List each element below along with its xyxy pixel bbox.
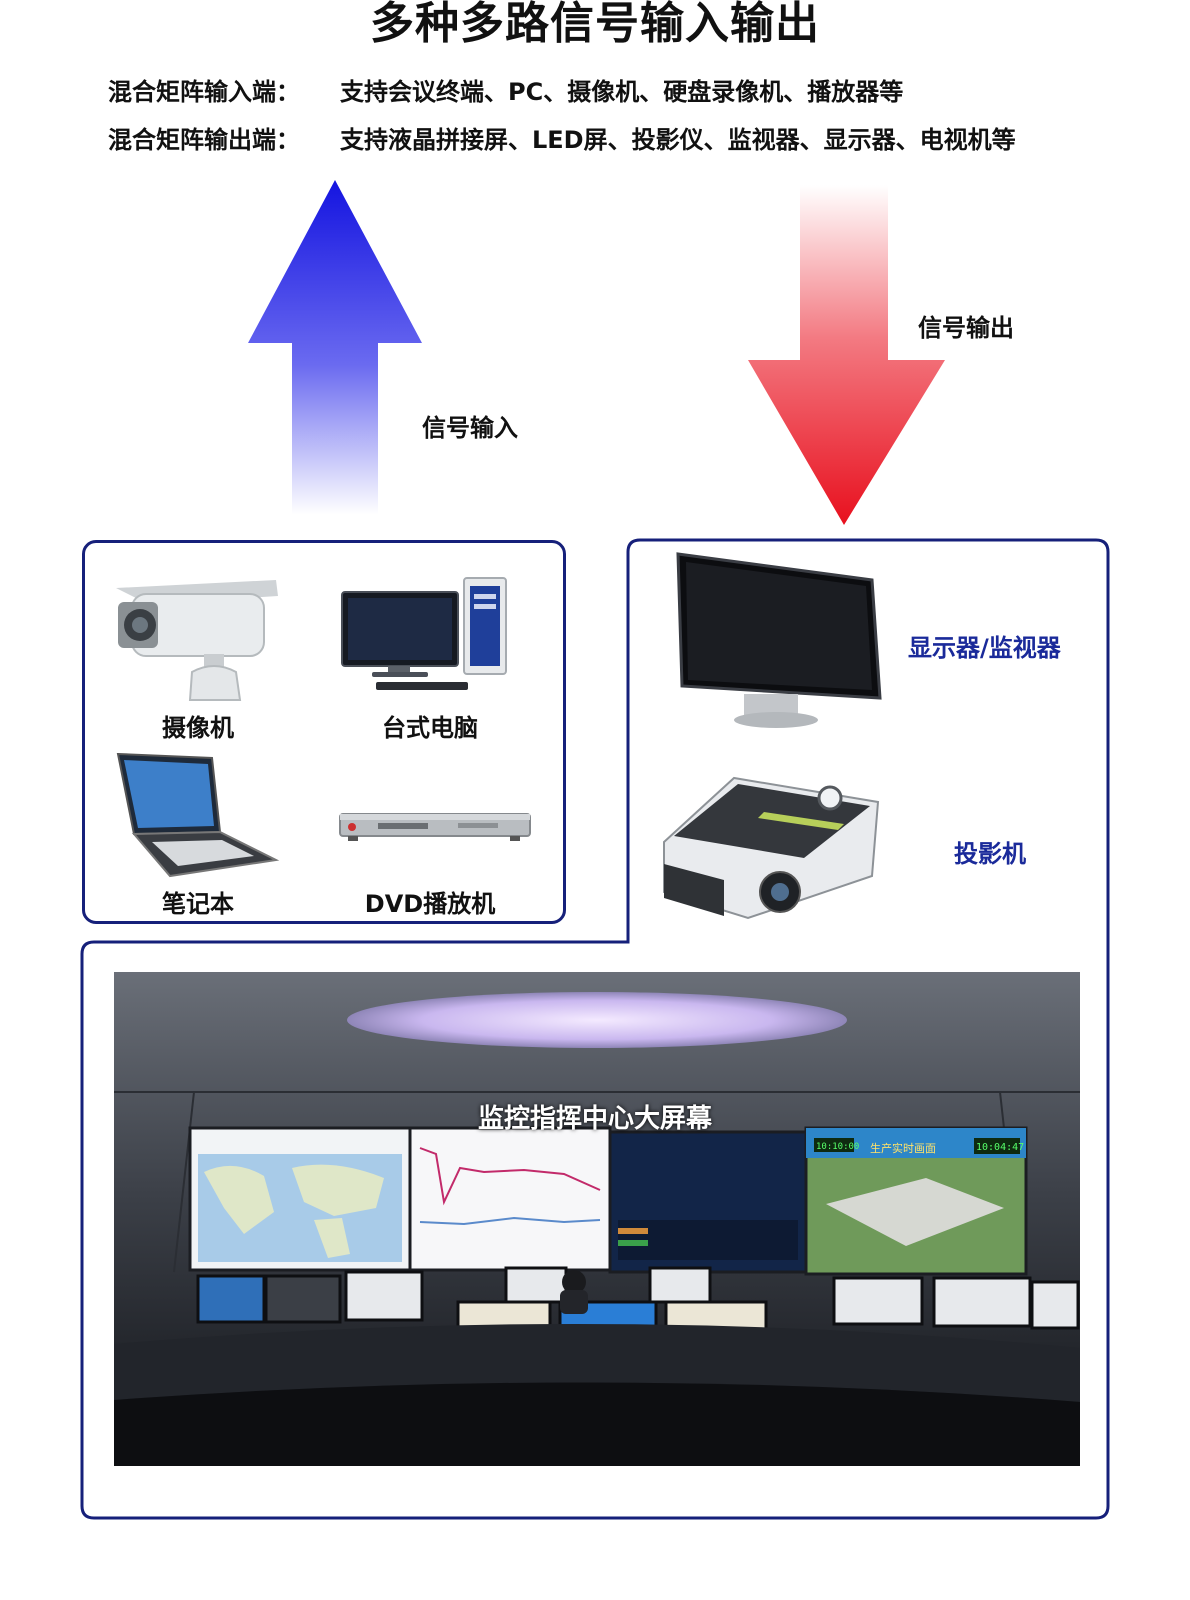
security-camera-icon [116,580,278,701]
desktop-computer-icon [341,577,507,690]
output-spec-line: 混合矩阵输出端： 支持液晶拼接屏、LED屏、投影仪、监视器、显示器、电视机等 [108,120,1016,155]
device-label-dvd: DVD播放机 [364,890,496,918]
ceiling-light [347,992,847,1048]
video-wall: 生产实时画面 10:04:47 10:10:00 [188,1126,1028,1276]
control-room-label: 监控指挥中心大屏幕 [477,1104,712,1134]
laptop-icon [116,752,280,878]
input-spec-label: 混合矩阵输入端： [108,78,300,106]
device-label-desktop: 台式电脑 [382,714,478,742]
projector-icon [663,776,880,920]
dvd-player-icon [339,813,531,841]
device-label-monitor: 显示器/监视器 [908,634,1061,662]
signal-input-arrow [248,180,422,515]
input-spec-line: 混合矩阵输入端： 支持会议终端、PC、摄像机、硬盘录像机、播放器等 [108,72,903,107]
screen-text-clock: 10:04:47 [976,1142,1024,1153]
output-spec-label: 混合矩阵输出端： [108,126,300,154]
page-title: 多种多路信号输入输出 [370,0,820,49]
signal-output-label: 信号输出 [918,314,1014,342]
device-label-laptop: 笔记本 [162,890,234,918]
device-label-projector: 投影机 [954,840,1026,868]
output-spec-text: 支持液晶拼接屏、LED屏、投影仪、监视器、显示器、电视机等 [340,126,1016,154]
signal-input-label: 信号输入 [422,414,518,442]
device-label-camera: 摄像机 [162,714,234,742]
input-devices-panel [82,540,566,924]
input-spec-text: 支持会议终端、PC、摄像机、硬盘录像机、播放器等 [340,78,904,106]
monitor-icon [676,552,882,728]
console-desk [114,1323,1080,1402]
signal-output-arrow [748,185,945,525]
screen-text-live: 生产实时画面 [870,1141,936,1155]
operator-figure [562,1270,586,1294]
control-room-photo: 生产实时画面 10:04:47 10:10:00 [114,972,1080,1466]
screen-text-clock-2: 10:10:00 [816,1142,859,1152]
